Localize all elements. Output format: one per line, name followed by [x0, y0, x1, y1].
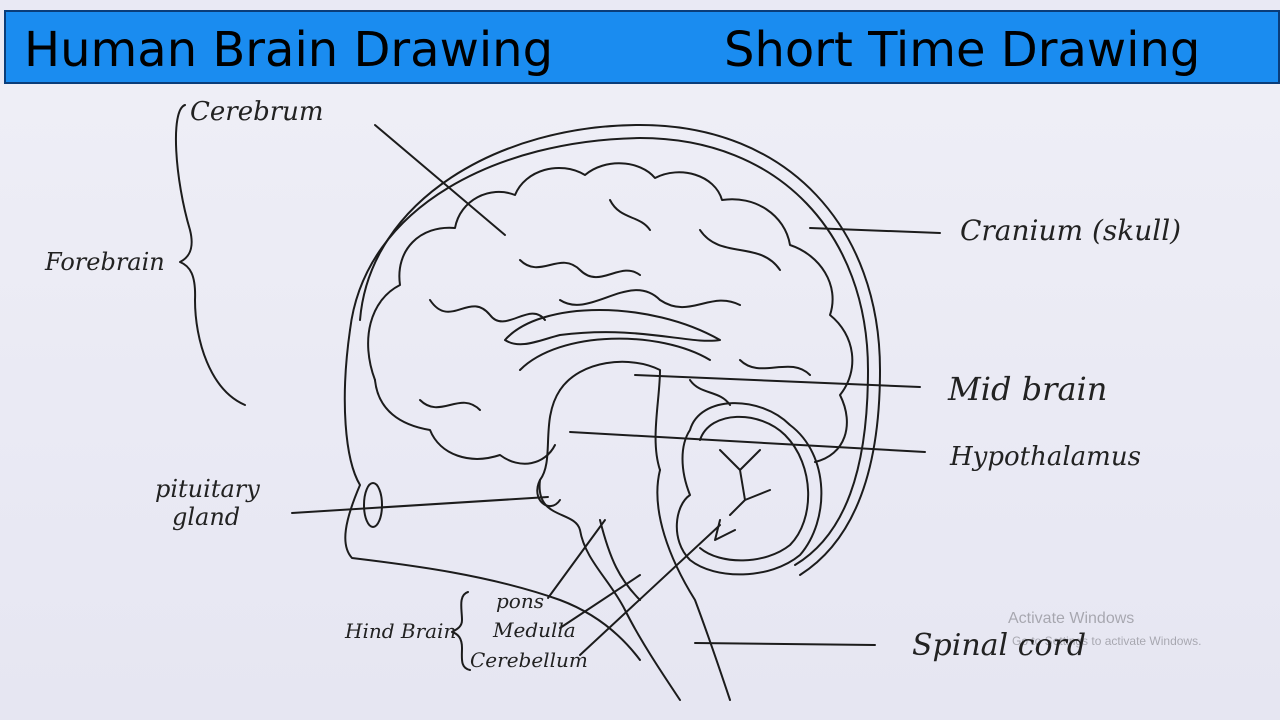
- label-pons: pons: [496, 589, 544, 613]
- pointer-cranium: [809, 227, 941, 234]
- brainstem-front: [538, 389, 681, 701]
- label-pituitary-line1: pituitary: [155, 475, 260, 503]
- pointer-medulla: [559, 574, 641, 629]
- banner-title-left: Human Brain Drawing: [24, 22, 554, 78]
- head-face-outline: [343, 329, 641, 661]
- label-forebrain: Forebrain: [44, 248, 165, 276]
- pointer-cerebellum: [579, 524, 721, 656]
- label-mid-brain: Mid brain: [947, 370, 1107, 408]
- activate-windows-title: Activate Windows: [1008, 610, 1135, 627]
- pointer-pons: [547, 519, 606, 599]
- pointer-hypothalamus: [569, 431, 926, 453]
- banner-title-right: Short Time Drawing: [724, 22, 1201, 78]
- label-cerebellum: Cerebellum: [470, 648, 588, 672]
- pointer-spinal-cord: [694, 642, 876, 646]
- label-cerebrum: Cerebrum: [190, 97, 324, 127]
- hindbrain-brace: [451, 591, 471, 671]
- pointer-pituitary: [291, 496, 549, 514]
- title-banner: Human Brain Drawing Short Time Drawing: [4, 10, 1280, 84]
- label-medulla: Medulla: [492, 618, 576, 642]
- label-hypothalamus: Hypothalamus: [949, 442, 1141, 472]
- label-cranium: Cranium (skull): [960, 214, 1181, 247]
- eye-socket: [363, 482, 383, 528]
- label-spinal-cord: Spinal cord: [912, 628, 1086, 663]
- skull-outline-inner: [349, 137, 869, 566]
- brainstem-back: [656, 469, 731, 701]
- cerebrum-outline: [367, 162, 854, 463]
- drawing-paper: [0, 84, 1280, 720]
- activate-windows-subtitle: Go to Settings to activate Windows.: [1012, 634, 1202, 648]
- cerebellum-outline: [675, 402, 823, 576]
- pointer-mid-brain: [634, 374, 921, 388]
- label-hind-brain: Hind Brain: [344, 619, 456, 643]
- label-pituitary-line2: gland: [172, 503, 240, 531]
- forebrain-brace: [174, 104, 246, 406]
- skull-outline-outer: [359, 124, 881, 576]
- pointer-cerebrum: [374, 124, 506, 236]
